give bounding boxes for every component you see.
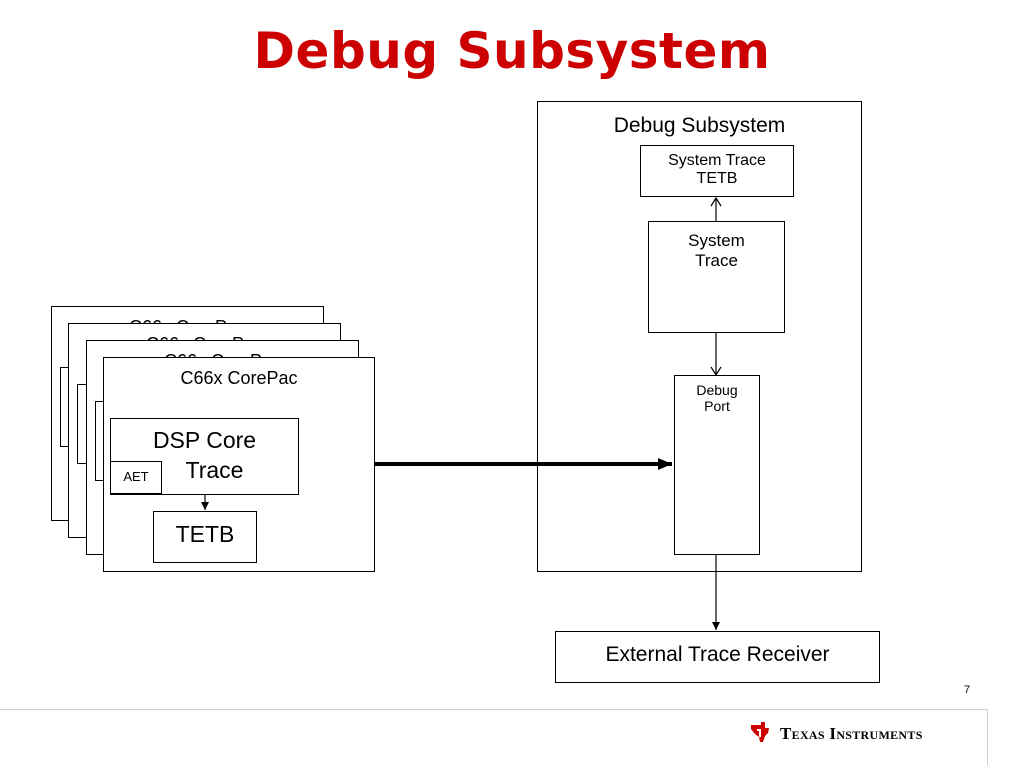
debug-subsystem-label: Debug Subsystem	[613, 114, 786, 137]
ti-logo-icon	[748, 720, 772, 749]
ti-wordmark: Texas Instruments	[780, 724, 923, 743]
page-number: 7	[964, 684, 971, 696]
system-trace-tetb-line2: TETB	[696, 170, 738, 188]
debug-port-line2: Port	[704, 398, 730, 415]
system-trace-line2: Trace	[695, 250, 738, 270]
system-trace-box: System Trace	[648, 221, 785, 333]
arrow-debug-port-to-receiver-head	[712, 622, 720, 630]
ti-logo: Texas Instruments	[748, 720, 923, 748]
page-title: Debug Subsystem	[253, 22, 771, 80]
tetb-box: TETB	[153, 511, 257, 563]
debug-port-box: Debug Port	[674, 375, 760, 555]
corepac-card-label: C66x CorePac	[180, 368, 298, 388]
dsp-core-trace-line2: Trace	[185, 457, 244, 483]
system-trace-line1: System	[688, 231, 745, 250]
dsp-core-trace-line1: DSP Core	[152, 427, 257, 453]
aet-box: AET	[110, 461, 162, 494]
dsp-core-trace-label: DSP Core Trace	[111, 425, 298, 485]
system-trace-tetb-line1: System Trace	[668, 152, 766, 169]
external-trace-receiver-box: External Trace Receiver	[555, 631, 880, 683]
debug-port-line1: Debug	[696, 382, 738, 398]
footer-bar	[0, 709, 988, 765]
system-trace-tetb-box: System Trace TETB	[640, 145, 794, 197]
